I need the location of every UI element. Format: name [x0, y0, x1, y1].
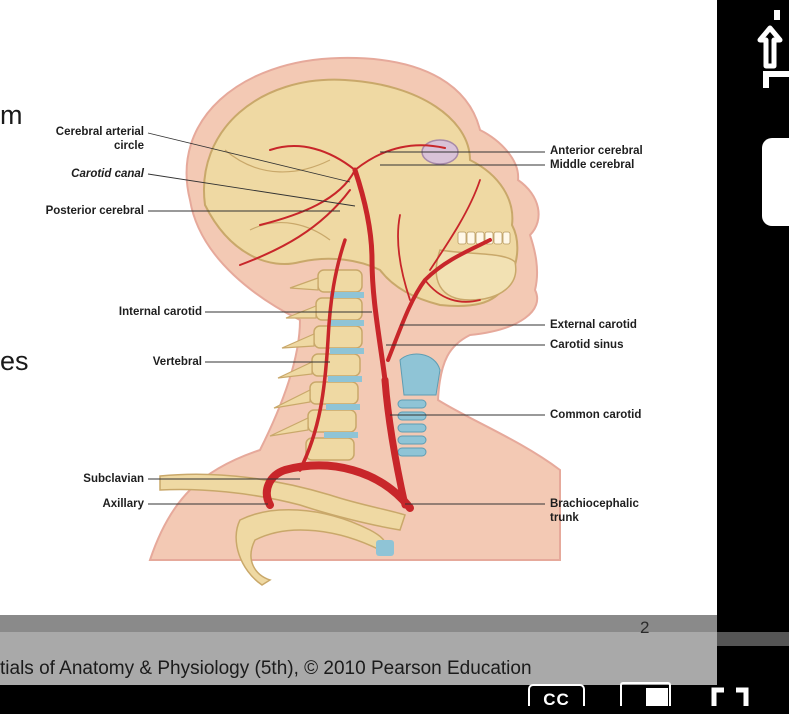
progress-track[interactable]: [717, 632, 789, 646]
share-icon: [757, 10, 789, 90]
slide-footer-band: [0, 632, 717, 685]
label-internal-carotid: Internal carotid: [118, 306, 202, 318]
label-brachiocephalic-trunk: Brachiocephalic trunk: [550, 497, 639, 525]
label-cerebral-arterial-circle: Cerebral arterial circle: [30, 125, 144, 153]
vertebral-artery: [298, 238, 347, 472]
intervertebral-discs: [324, 292, 364, 438]
internal-carotid-artery: [352, 167, 388, 383]
slide-canvas: m es: [0, 0, 717, 615]
label-cerebral-arterial-circle-line2: circle: [113, 140, 144, 152]
head-neck-arteries-illustration: [147, 56, 561, 586]
label-posterior-cerebral: Posterior cerebral: [45, 205, 144, 217]
label-vertebral: Vertebral: [152, 356, 202, 368]
closed-captions-button[interactable]: CC: [528, 684, 585, 709]
costal-cartilage: [376, 540, 394, 556]
label-carotid-canal: Carotid canal: [71, 168, 144, 180]
label-middle-cerebral: Middle cerebral: [550, 159, 635, 171]
facial-branches: [397, 179, 481, 303]
spinous-processes: [269, 277, 319, 437]
fullscreen-button[interactable]: [710, 684, 750, 706]
page-number: 2: [640, 618, 650, 637]
label-carotid-sinus: Carotid sinus: [550, 339, 624, 351]
player-controls-bar: [0, 685, 789, 706]
label-cerebral-arterial-circle-line1: Cerebral arterial: [55, 126, 144, 138]
slide-footer: [0, 615, 717, 685]
footer-credit: tials of Anatomy & Physiology (5th), © 2…: [0, 658, 532, 679]
slide-text-fragment-top: m: [0, 100, 23, 130]
label-brachiocephalic-trunk-line2: trunk: [550, 512, 579, 524]
theater-mode-button[interactable]: [620, 682, 671, 706]
common-carotid-artery: [381, 376, 409, 509]
fullscreen-icon: [711, 687, 749, 706]
share-button[interactable]: [752, 8, 789, 90]
label-brachiocephalic-trunk-line1: Brachiocephalic: [550, 498, 639, 510]
arteries: [239, 144, 492, 512]
trachea: [397, 353, 441, 457]
leader-lines: [147, 132, 545, 505]
theater-mode-icon: [646, 688, 668, 706]
label-external-carotid: External carotid: [550, 319, 637, 331]
label-subclavian: Subclavian: [83, 473, 144, 485]
closed-captions-icon: CC: [543, 690, 570, 709]
side-panel-card[interactable]: [762, 138, 789, 226]
label-common-carotid: Common carotid: [550, 409, 642, 421]
cerebral-branches: [239, 144, 446, 266]
mandible: [435, 249, 517, 301]
clavicle: [159, 473, 406, 531]
label-axillary: Axillary: [102, 498, 144, 510]
skull-suture: [224, 149, 331, 241]
first-rib: [235, 509, 386, 586]
label-anterior-cerebral: Anterior cerebral: [550, 145, 643, 157]
video-side-strip: [717, 0, 789, 706]
slide-text-fragment-mid: es: [0, 346, 29, 376]
